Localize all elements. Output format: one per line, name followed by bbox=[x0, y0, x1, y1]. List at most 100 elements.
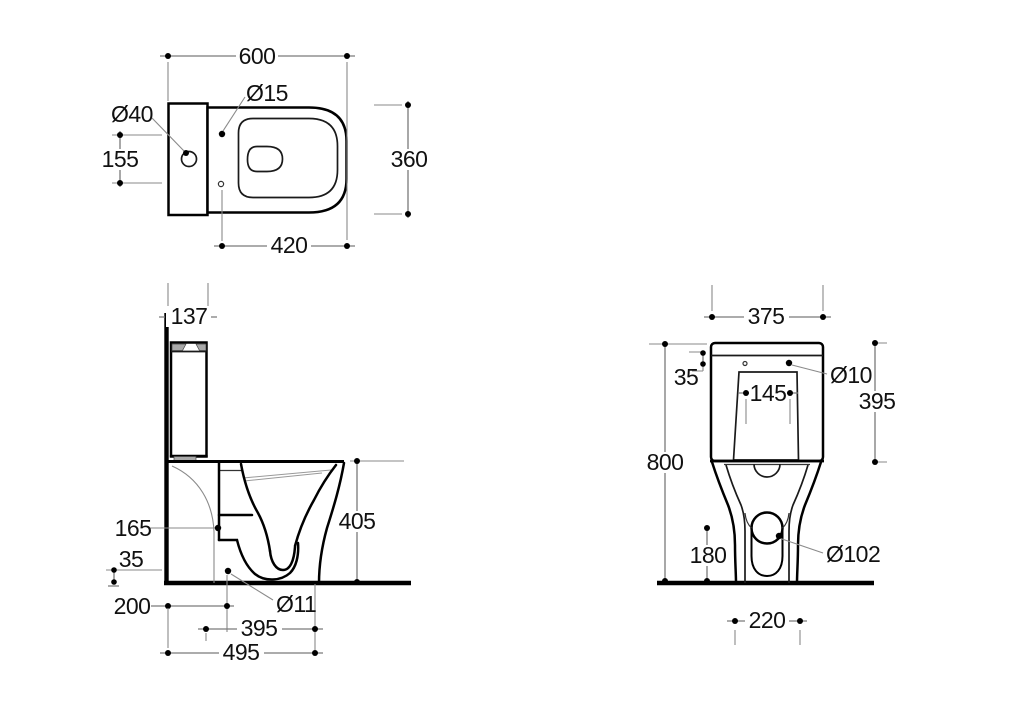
dim-label-tank-width: 375 bbox=[748, 303, 785, 329]
dim-label-tank-depth: 137 bbox=[171, 303, 208, 329]
datum-dot bbox=[662, 341, 668, 347]
trap-tube-outline bbox=[750, 529, 784, 578]
datum-dot bbox=[872, 459, 878, 465]
dim-outlet-height: 180 bbox=[686, 525, 730, 584]
dim-label-fixing-hole: Ø11 bbox=[276, 591, 316, 617]
dim-label-overall-height: 800 bbox=[647, 449, 684, 475]
tank-valve-arc bbox=[753, 463, 781, 478]
dim-floor-offset: 35 bbox=[106, 546, 162, 587]
leader-line bbox=[222, 96, 246, 132]
dim-tank-height: 395 bbox=[854, 340, 900, 465]
extension-line bbox=[711, 285, 824, 311]
trap-inner-curve bbox=[268, 545, 297, 572]
datum-dot bbox=[704, 578, 710, 584]
datum-dot bbox=[344, 243, 350, 249]
datum-dot bbox=[872, 340, 878, 346]
leader-dot bbox=[775, 532, 783, 540]
extension-line bbox=[205, 584, 316, 650]
label-backing bbox=[335, 511, 380, 532]
datum-dot bbox=[662, 578, 668, 584]
label-backing bbox=[686, 545, 730, 566]
dim-label-bowl-depth: 420 bbox=[271, 232, 308, 258]
datum-dot bbox=[700, 361, 706, 367]
drain-outline bbox=[246, 145, 284, 173]
dim-tank-hole: Ø10 bbox=[785, 359, 872, 388]
datum-dot bbox=[224, 603, 230, 609]
front-view: 375 800 35 Ø10 bbox=[643, 285, 900, 645]
dim-label-hinge-spacing: 155 bbox=[102, 146, 139, 172]
label-backing bbox=[98, 149, 142, 170]
dim-label-top-width: 600 bbox=[239, 43, 276, 69]
datum-dot bbox=[111, 579, 117, 585]
datum-dot bbox=[732, 618, 738, 624]
dim-label-tank-hole-spacing: 145 bbox=[750, 380, 787, 406]
datum-dot bbox=[117, 180, 123, 186]
dim-label-overall-depth: 495 bbox=[223, 639, 260, 665]
leader-line bbox=[791, 364, 828, 375]
datum-dot bbox=[219, 243, 225, 249]
dim-label-seat-hinge-hole: Ø15 bbox=[246, 80, 288, 106]
dim-hinge-spacing: 155 bbox=[98, 131, 162, 187]
rear-hinge-hole bbox=[217, 180, 225, 188]
leader-dot bbox=[183, 150, 189, 156]
dim-tank-hole-spacing: 145 bbox=[738, 380, 798, 424]
cistern-top-outline bbox=[167, 102, 209, 217]
label-backing bbox=[744, 306, 789, 327]
leader-dot bbox=[785, 359, 793, 367]
dim-outlet-diameter: Ø102 bbox=[775, 532, 881, 567]
extension-line bbox=[167, 62, 348, 240]
pedestal-left-profile bbox=[710, 460, 738, 585]
bowl-rim-outline bbox=[237, 117, 339, 199]
pedestal-left-inner-contour bbox=[725, 464, 746, 583]
dim-label-fixing-span: 395 bbox=[241, 615, 278, 641]
pedestal-right-inner-contour bbox=[788, 464, 809, 583]
dim-overall-depth: 495 bbox=[160, 608, 323, 665]
tank-small-hole bbox=[742, 360, 748, 367]
dim-label-supply-hole: Ø40 bbox=[111, 101, 153, 127]
datum-dot bbox=[354, 458, 360, 464]
top-view: 600 Ø15 Ø40 155 360 bbox=[98, 43, 431, 258]
dim-seat-hinge-hole: Ø15 bbox=[222, 80, 288, 132]
leader-dot bbox=[214, 524, 222, 532]
bowl-funnel-profile bbox=[239, 462, 272, 553]
leader-line bbox=[230, 573, 274, 601]
dim-label-base-width: 220 bbox=[749, 607, 786, 633]
extension-line bbox=[734, 630, 801, 645]
dim-fixing-span: 395 bbox=[198, 584, 323, 650]
label-backing bbox=[643, 452, 688, 473]
datum-dot bbox=[203, 626, 209, 632]
dim-bowl-width: 360 bbox=[374, 101, 431, 218]
extension-line bbox=[745, 399, 791, 424]
dim-label-outlet-to-wall: 200 bbox=[114, 593, 151, 619]
dim-label-outlet-height: 180 bbox=[690, 542, 727, 568]
dim-supply-hole: Ø40 bbox=[111, 101, 189, 156]
rim-edge-line bbox=[242, 469, 332, 482]
seat-hinge-hole bbox=[218, 130, 226, 138]
dim-fixing-hole: Ø11 bbox=[224, 567, 317, 617]
lid-section-shading bbox=[195, 343, 207, 351]
label-backing bbox=[219, 642, 264, 663]
cistern-side-outline bbox=[169, 341, 208, 458]
datum-dot bbox=[312, 650, 318, 656]
datum-dot bbox=[797, 618, 803, 624]
bowl-inner-front-profile bbox=[293, 463, 338, 548]
dim-bowl-depth: 420 bbox=[214, 190, 355, 258]
datum-dot bbox=[820, 314, 826, 320]
side-view: 137 165 405 35 bbox=[106, 283, 411, 665]
dim-rear-fixing-height: 165 bbox=[115, 515, 222, 541]
dim-overall-height: 800 bbox=[643, 341, 707, 584]
label-backing bbox=[387, 149, 431, 170]
label-backing bbox=[749, 383, 787, 403]
trap-shoulder-curves bbox=[744, 512, 790, 529]
datum-dot bbox=[165, 650, 171, 656]
datum-dot bbox=[700, 350, 706, 356]
lid-section-shading bbox=[171, 343, 187, 351]
datum-dot bbox=[405, 102, 411, 108]
dim-base-width: 220 bbox=[727, 607, 807, 645]
datum-dot bbox=[743, 390, 749, 396]
datum-dot bbox=[405, 211, 411, 217]
leader-dot bbox=[224, 567, 232, 575]
pedestal-back-curve bbox=[171, 465, 215, 583]
dim-label-rim-height: 405 bbox=[339, 508, 376, 534]
label-backing bbox=[237, 618, 282, 639]
